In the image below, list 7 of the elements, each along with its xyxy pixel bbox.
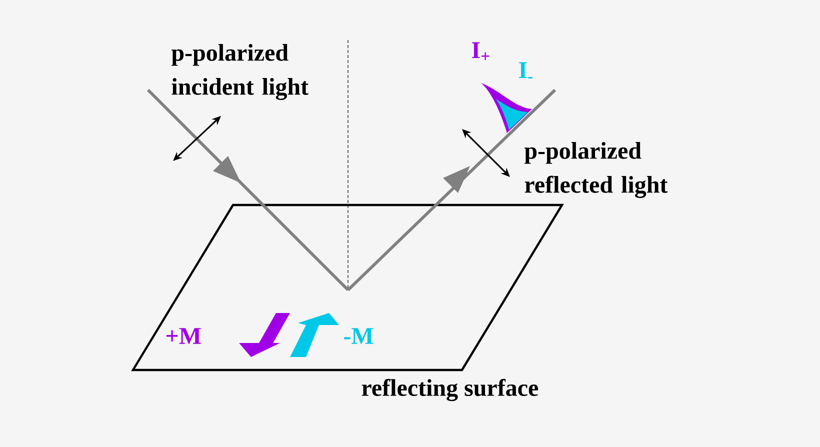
text-label: reflecting surface	[362, 378, 538, 402]
text-label: p-polarized reflected light	[524, 142, 668, 198]
text-label: I$_{-}$	[519, 62, 533, 78]
text-label: I$_{+}$	[472, 42, 490, 60]
text-label: p-polarized incident light	[172, 44, 308, 100]
text-label: +M	[166, 328, 201, 344]
text-label: -M	[344, 328, 374, 344]
